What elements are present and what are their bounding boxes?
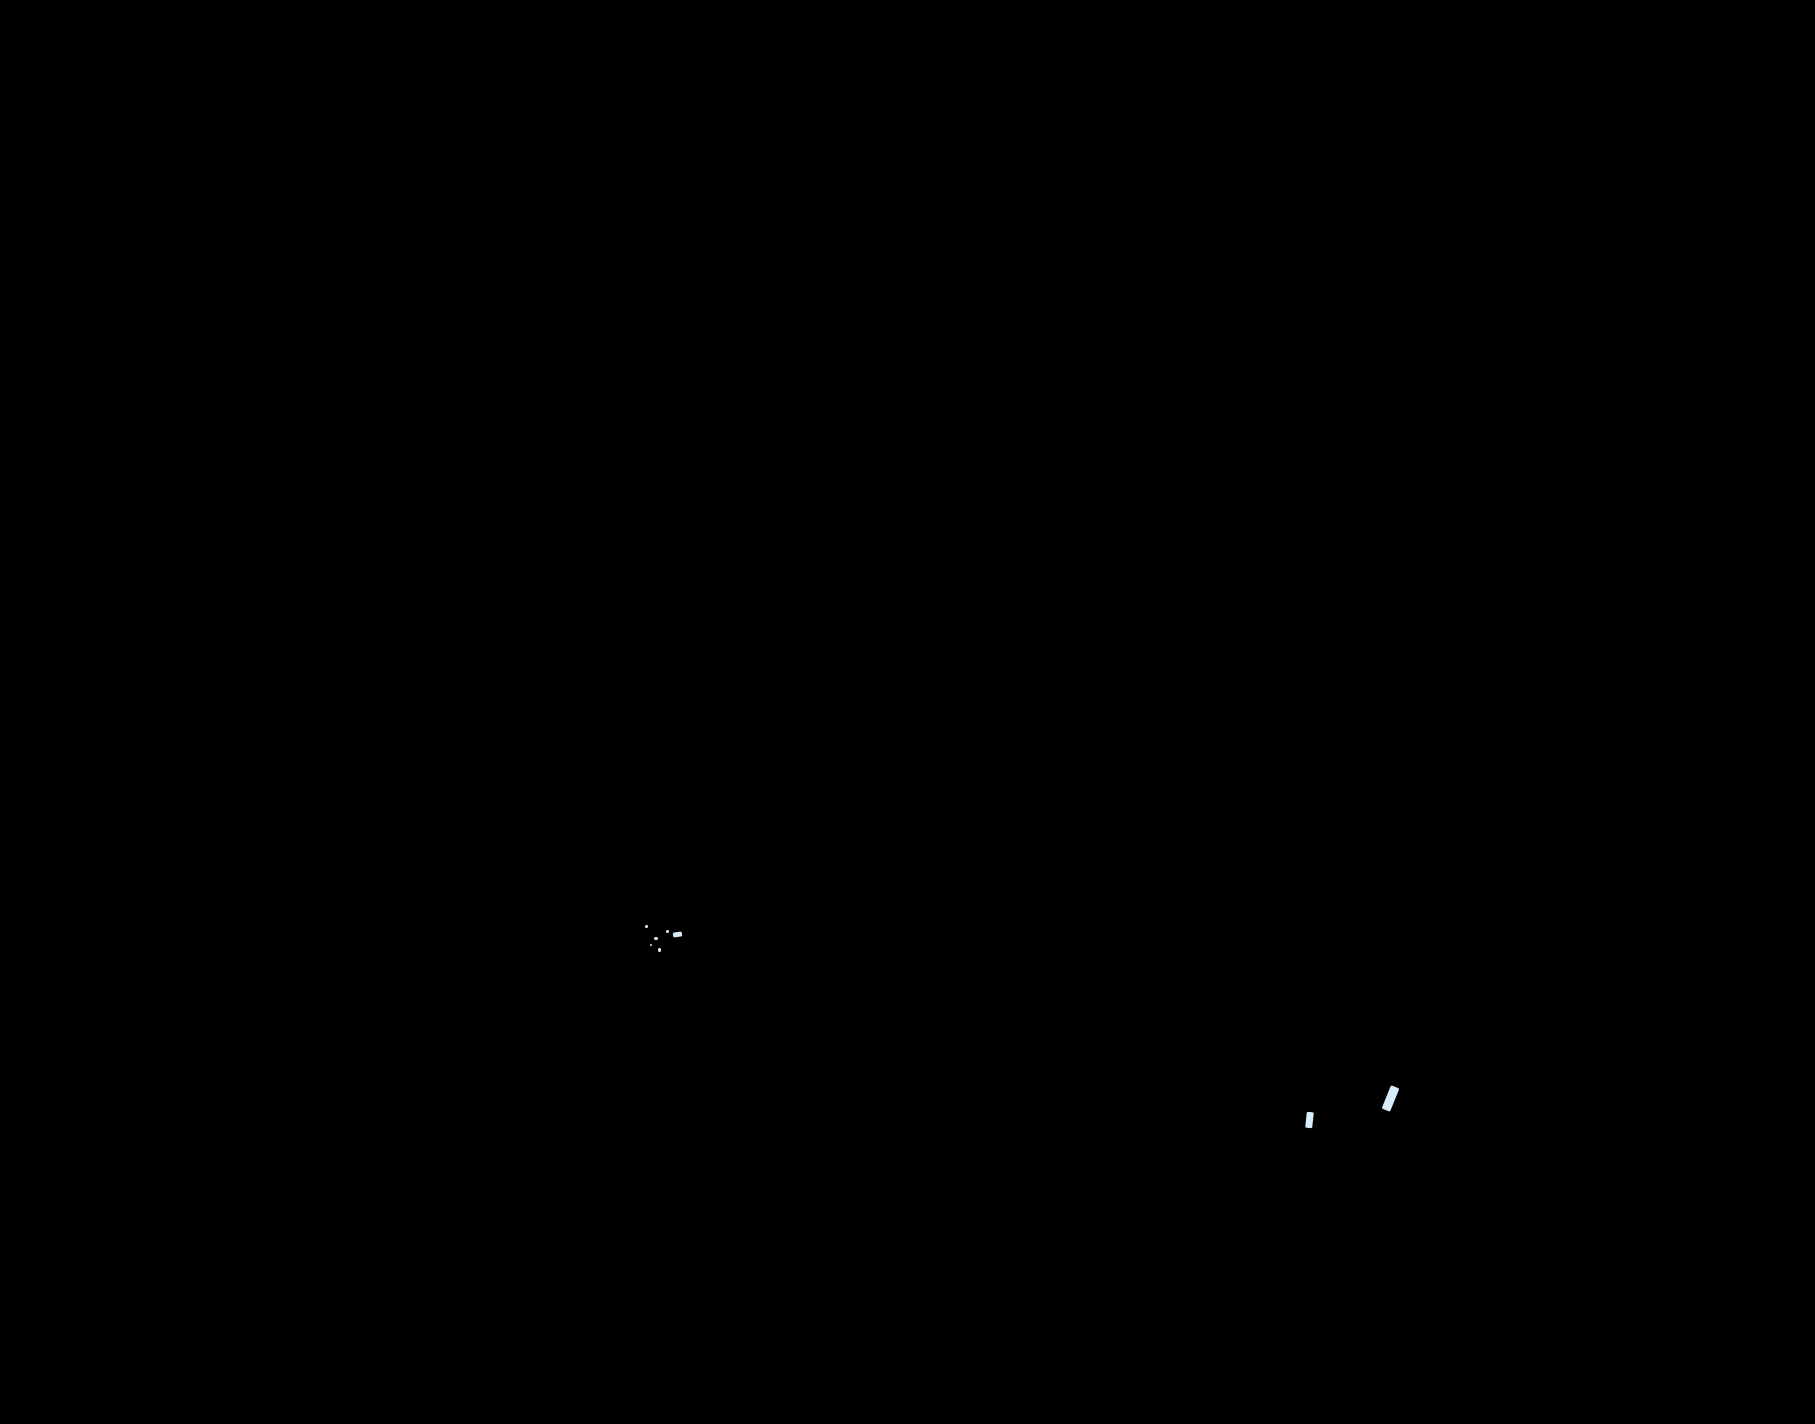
speck — [645, 925, 648, 928]
speck — [1305, 1111, 1314, 1129]
speck — [1381, 1085, 1400, 1112]
speck — [666, 930, 669, 933]
speck — [650, 944, 652, 946]
speck — [658, 948, 661, 952]
speck — [672, 931, 683, 938]
speck — [654, 937, 658, 940]
